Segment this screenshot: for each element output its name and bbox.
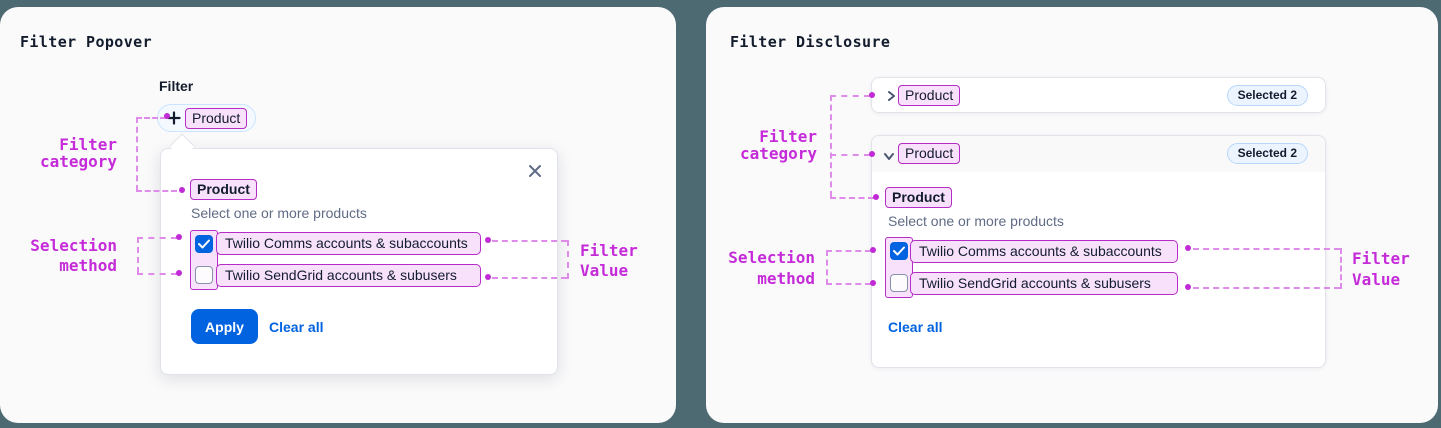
product-chip: Product — [898, 85, 961, 106]
annotation-selection-method: Selection method — [728, 248, 815, 288]
annotation-dot — [869, 92, 875, 98]
annotation-line — [492, 240, 567, 242]
filter-popover: Product Select one or more products Twil… — [160, 148, 558, 375]
disclosure-card-expanded: Product Selected 2 Product Select one or… — [871, 135, 1326, 368]
annotation-dot — [870, 247, 876, 253]
annotation-line — [1340, 248, 1342, 289]
check-icon — [198, 239, 210, 249]
disclosure-row-expanded[interactable]: Product Selected 2 — [872, 136, 1325, 172]
annotation-dot — [1185, 245, 1191, 251]
annotation-line — [492, 277, 567, 279]
annotation-dot — [1185, 284, 1191, 290]
chevron-down-icon — [884, 153, 894, 160]
close-icon[interactable] — [527, 163, 543, 179]
annotation-line — [567, 240, 569, 279]
annotation-dot — [485, 274, 491, 280]
disclosure-row-collapsed[interactable]: Product Selected 2 — [871, 77, 1326, 113]
helper-text: Select one or more products — [191, 205, 367, 221]
annotation-filter-category: Filter category — [39, 135, 117, 171]
panel-title: Filter Popover — [20, 33, 153, 51]
filter-label: Filter — [159, 78, 194, 94]
option-label-1[interactable]: Twilio Comms accounts & subaccounts — [910, 240, 1178, 263]
chevron-right-icon — [888, 91, 895, 101]
annotation-line — [826, 250, 871, 252]
annotation-line — [136, 190, 177, 192]
category-label: Product — [190, 179, 257, 200]
annotation-line — [137, 237, 139, 273]
annotation-dot — [485, 237, 491, 243]
checkbox-option-1[interactable] — [890, 242, 908, 260]
apply-button[interactable]: Apply — [191, 309, 258, 344]
annotation-filter-value: Filter Value — [580, 241, 638, 280]
annotation-line — [137, 273, 177, 275]
checkbox-option-2[interactable] — [195, 266, 213, 284]
filter-trigger-button[interactable]: Product — [157, 104, 257, 132]
selected-count-badge: Selected 2 — [1226, 85, 1308, 106]
filter-disclosure-panel: Filter Disclosure Product Selected 2 Pro… — [706, 7, 1438, 423]
annotation-filter-value: Filter Value — [1352, 249, 1410, 289]
annotation-line — [136, 117, 166, 119]
annotation-dot — [873, 194, 879, 200]
helper-text: Select one or more products — [888, 213, 1064, 229]
annotation-line — [137, 237, 177, 239]
product-chip: Product — [185, 107, 248, 129]
annotation-dot — [164, 113, 170, 119]
checkbox-option-1[interactable] — [195, 235, 213, 253]
annotation-dot — [179, 187, 185, 193]
annotation-line — [826, 283, 871, 285]
annotation-line — [830, 154, 870, 156]
clear-all-link[interactable]: Clear all — [269, 319, 324, 335]
annotation-filter-category: Filter category — [739, 127, 817, 163]
option-label-2[interactable]: Twilio SendGrid accounts & subusers — [216, 264, 481, 287]
annotation-line — [1193, 287, 1340, 289]
annotation-selection-method: Selection method — [30, 236, 117, 275]
filter-popover-panel: Filter Popover Filter Product Product Se… — [0, 7, 676, 423]
annotation-line — [830, 95, 870, 97]
annotation-dot — [869, 151, 875, 157]
option-label-1[interactable]: Twilio Comms accounts & subaccounts — [216, 232, 481, 255]
annotation-dot — [176, 270, 182, 276]
annotation-line — [136, 117, 138, 191]
annotation-line — [830, 95, 832, 197]
annotation-line — [826, 250, 828, 285]
plus-icon — [167, 111, 181, 125]
option-label-2[interactable]: Twilio SendGrid accounts & subusers — [910, 272, 1178, 295]
checkbox-option-2[interactable] — [890, 274, 908, 292]
selected-count-badge: Selected 2 — [1226, 143, 1308, 164]
panel-title: Filter Disclosure — [730, 33, 891, 51]
check-icon — [893, 246, 905, 256]
clear-all-link[interactable]: Clear all — [888, 319, 943, 335]
annotation-dot — [870, 280, 876, 286]
annotation-line — [1193, 248, 1340, 250]
product-chip: Product — [898, 143, 961, 164]
annotation-dot — [176, 234, 182, 240]
category-label: Product — [885, 187, 952, 208]
annotation-line — [830, 197, 874, 199]
